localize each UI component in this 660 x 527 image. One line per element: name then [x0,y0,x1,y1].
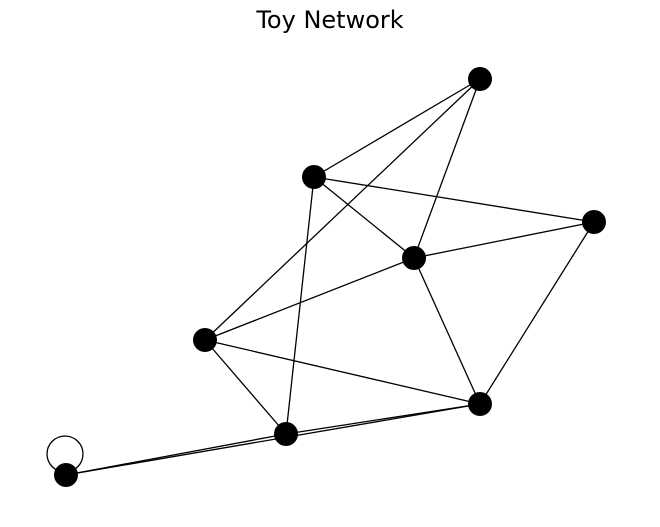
node-n8 [54,463,78,487]
nodes-layer [54,67,606,487]
edge-n3-n5 [204,257,415,341]
node-n4 [582,210,606,234]
node-n6 [468,392,492,416]
edge-n6-n8 [65,403,481,476]
edge-n3-n4 [413,221,595,259]
edge-n7-n8 [65,433,287,476]
node-n3 [402,246,426,270]
edge-n4-n6 [479,221,595,405]
edge-n1-n2 [313,78,481,178]
edge-n1-n3 [413,78,481,259]
node-n2 [302,165,326,189]
diagram-title: Toy Network [256,6,404,34]
edges-layer [46,78,595,476]
edge-n5-n6 [204,339,481,405]
node-n1 [468,67,492,91]
node-n7 [274,422,298,446]
node-n5 [193,328,217,352]
edge-n5-n7 [204,339,287,435]
edge-n1-n5 [204,78,481,341]
edge-n2-n3 [313,176,415,259]
edge-n3-n6 [413,257,481,405]
edge-n2-n7 [285,176,315,435]
edge-n2-n4 [313,176,595,223]
